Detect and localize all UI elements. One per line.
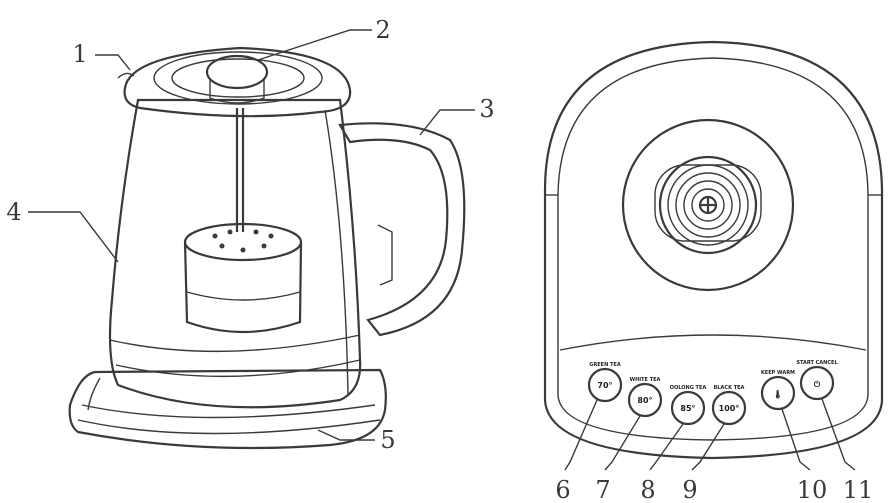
callout-9: 9 xyxy=(682,476,697,503)
callout-4: 4 xyxy=(6,198,21,226)
kettle-lid xyxy=(117,46,352,118)
btn-oolong-tea-label: OOLONG TEA xyxy=(670,385,707,391)
callout-11: 11 xyxy=(843,476,874,503)
btn-keep-warm-label: KEEP WARM xyxy=(761,370,795,376)
btn-black-tea[interactable]: BLACK TEA 100° xyxy=(711,385,747,426)
kettle-handle xyxy=(338,122,466,337)
power-icon: ⏻ xyxy=(814,380,821,389)
btn-white-tea-temp: 80° xyxy=(637,396,652,405)
callout-2: 2 xyxy=(375,16,390,44)
callout-7: 7 xyxy=(595,476,610,503)
btn-oolong-tea[interactable]: OOLONG TEA 85° xyxy=(670,385,707,426)
btn-white-tea[interactable]: WHITE TEA 80° xyxy=(627,377,663,418)
btn-oolong-tea-temp: 85° xyxy=(680,404,695,413)
kettle-base xyxy=(68,368,387,450)
btn-black-tea-temp: 100° xyxy=(719,404,740,413)
callout-3: 3 xyxy=(479,95,494,123)
btn-green-tea-label: GREEN TEA xyxy=(589,362,621,368)
btn-black-tea-label: BLACK TEA xyxy=(714,385,745,391)
tea-infuser xyxy=(183,108,303,334)
btn-keep-warm[interactable]: KEEP WARM 🌡 xyxy=(760,370,796,411)
kettle-illustration xyxy=(68,46,466,450)
power-connector xyxy=(621,118,795,292)
callout-8: 8 xyxy=(640,476,655,503)
btn-start-cancel-label: START CANCEL xyxy=(796,360,838,366)
callout-5: 5 xyxy=(380,426,395,454)
callout-1: 1 xyxy=(72,40,87,68)
btn-start-cancel[interactable]: START CANCEL ⏻ xyxy=(796,360,838,401)
callout-10: 10 xyxy=(797,476,828,503)
callout-leaders-left xyxy=(28,29,475,441)
btn-green-tea-temp: 70° xyxy=(597,381,612,390)
thermometer-icon: 🌡 xyxy=(773,389,783,399)
btn-white-tea-label: WHITE TEA xyxy=(630,377,661,383)
callout-leaders-right xyxy=(564,398,856,471)
kettle-body xyxy=(108,98,362,409)
btn-green-tea[interactable]: GREEN TEA 70° xyxy=(587,362,623,403)
base-top-view xyxy=(543,40,884,460)
callout-6: 6 xyxy=(555,476,570,503)
